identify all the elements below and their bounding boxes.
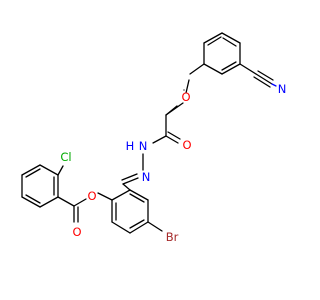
bond (239, 63, 257, 75)
hydrazide-hydrogen-label: H (126, 139, 135, 153)
imine-bond (121, 173, 139, 185)
bond (257, 70, 274, 81)
bond (129, 189, 149, 201)
ester-linkage: O O (57, 189, 113, 239)
bromine-label: Br (166, 230, 179, 244)
bond (129, 219, 145, 229)
bond (207, 36, 222, 46)
cyano-group: N (239, 63, 287, 96)
ether-oxygen-label: O (181, 90, 190, 104)
bond (57, 165, 64, 176)
bond (165, 102, 184, 116)
bond (165, 135, 179, 144)
hydrazide-group: O N H N (126, 114, 192, 184)
bond (221, 32, 241, 44)
imine-nitrogen-label: N (142, 170, 151, 184)
bond (221, 61, 237, 71)
hydrazide-nitrogen-label: N (139, 139, 148, 153)
bond (122, 183, 131, 191)
bond (21, 164, 41, 176)
bond (152, 135, 167, 144)
molecule-structure-diagram: N O O N H N (21, 32, 287, 244)
bond (129, 193, 145, 203)
bond (222, 37, 237, 47)
bond (39, 196, 59, 208)
cyano-nitrogen-label: N (278, 82, 287, 96)
bond (255, 73, 273, 85)
chlorine-substituent: Cl (57, 150, 72, 176)
bond (21, 196, 41, 208)
cyanophenyl-ring (203, 32, 241, 75)
bond (73, 198, 87, 207)
chlorine-label: Cl (60, 150, 71, 164)
bond (147, 221, 163, 232)
bond (253, 76, 271, 88)
bond (203, 63, 223, 75)
bond (167, 131, 181, 140)
ether-linker: O (165, 63, 205, 116)
carbonyl-oxygen-label: O (182, 138, 191, 152)
ester-oxygen-label: O (87, 189, 96, 203)
bond (25, 194, 41, 204)
bond (129, 221, 149, 234)
bond (122, 177, 139, 185)
bond (97, 192, 113, 201)
chlorophenyl-ring (21, 164, 59, 208)
bond (189, 63, 205, 75)
bond (25, 168, 41, 178)
ester-carbonyl-oxygen-label: O (72, 225, 81, 239)
bond (39, 164, 59, 176)
bond (203, 32, 223, 44)
bond (111, 189, 131, 201)
bromine-substituent: Br (147, 221, 179, 244)
bond (221, 63, 241, 75)
bond (121, 173, 138, 181)
bond (271, 83, 277, 87)
bromophenyl-ring (111, 183, 149, 234)
bond (57, 196, 75, 207)
bond (111, 221, 131, 234)
bond (185, 79, 190, 94)
